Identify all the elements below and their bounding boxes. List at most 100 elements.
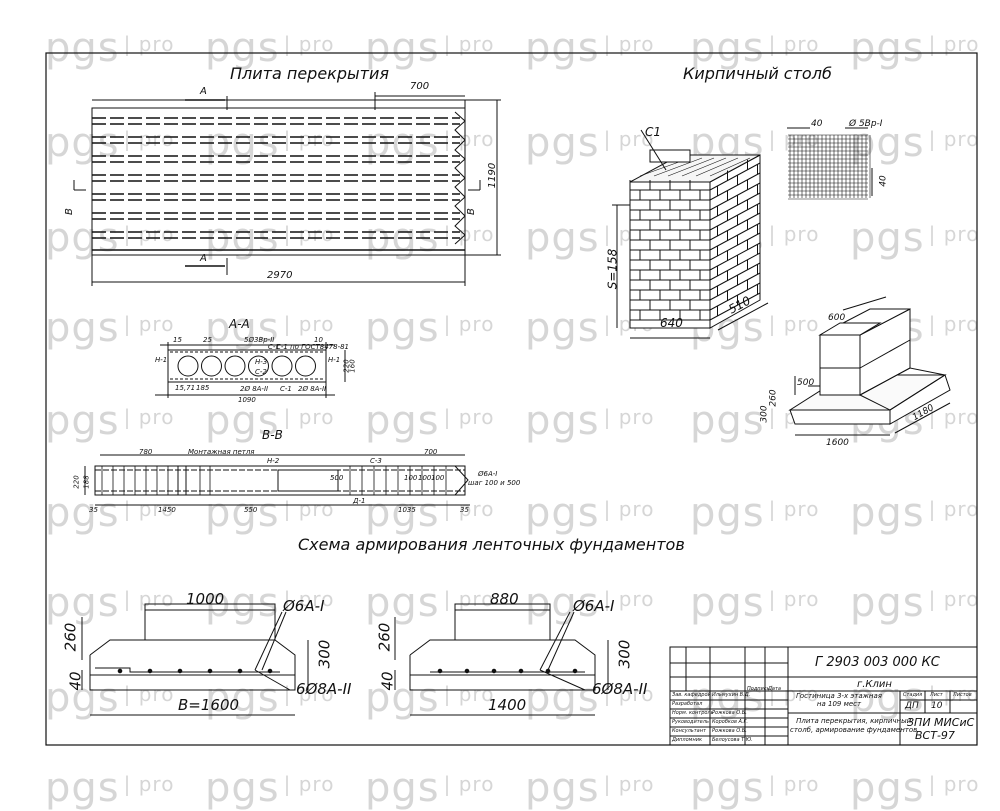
bb-d1450: 1450 <box>158 506 176 514</box>
brick-course-side <box>709 242 761 271</box>
brick-course-side <box>709 162 761 191</box>
hollow-core <box>177 355 199 377</box>
stamp-row-name: Рожкова О.Б. <box>712 728 747 734</box>
bb-d100a: 100 <box>404 474 418 482</box>
column-c1-label: С1 <box>645 125 662 139</box>
column-title: Кирпичный столб <box>683 64 832 83</box>
aa-d10: 10 <box>314 336 323 344</box>
aa-d1571: 15,71 <box>175 384 196 392</box>
strip2-rebar-bot: 6Ø8А-II <box>592 680 648 698</box>
strip1-rebar-top: Ø6А-I <box>283 597 325 615</box>
title-block <box>669 646 978 746</box>
rebar-dot <box>572 668 578 674</box>
stamp-h-stage: Стадия <box>903 692 923 698</box>
aa-note2: С-1 по ГОСТ8478-81 <box>276 343 349 351</box>
rebar-dot <box>147 668 153 674</box>
bb-d188: 188 <box>82 475 91 489</box>
slab-section-mark-b-left: В <box>63 208 75 215</box>
rebar-dot <box>464 668 470 674</box>
reinforcing-mesh <box>788 134 871 200</box>
stamp-h-sheets: Листов <box>953 692 972 698</box>
section-aa-title: А-А <box>229 317 250 331</box>
stamp-row-name: Рожкова О.Б. <box>712 710 747 716</box>
brick-top-c1 <box>649 149 691 163</box>
strip2-bottom: 1400 <box>488 696 527 714</box>
slab-dim-length: 2970 <box>267 270 293 281</box>
rebar-dot <box>545 668 551 674</box>
mesh-step: 40 <box>811 119 823 129</box>
brick-course-side <box>709 182 761 211</box>
hollow-core <box>201 355 222 377</box>
stamp-project: Гостиница 3-х этажная на 109 мест <box>796 692 883 708</box>
aa-c1b: С-1 <box>280 385 292 393</box>
bb-mount-loop: Монтажная петля <box>188 448 255 456</box>
brick-top-joint <box>695 157 739 177</box>
brick-course-side <box>709 252 761 281</box>
strip1-bottom: В=1600 <box>178 696 240 714</box>
bb-c3: С-3 <box>370 457 382 465</box>
aa-n1a: Н-1 <box>155 356 168 364</box>
slab-dim-width: 1190 <box>487 162 499 189</box>
stamp-group: ВСТ-97 <box>915 729 955 742</box>
bb-d220: 220 <box>72 475 81 489</box>
bb-d35b: 35 <box>460 506 469 514</box>
aa-d15: 15 <box>173 336 182 344</box>
aa-d1090: 1090 <box>238 396 256 404</box>
stamp-row-role: Зав. кафедрой <box>672 692 711 698</box>
strip2-top: 880 <box>490 590 519 608</box>
strip1-h300: 300 <box>315 639 334 669</box>
brick-course-side <box>709 262 761 291</box>
strip1-h40: 40 <box>66 671 85 691</box>
strip-foundation-2 <box>394 603 609 716</box>
strip-foundation-1 <box>81 603 309 716</box>
slab-section-mark-a-bottom: А <box>200 253 207 264</box>
bb-d100c: 100 <box>431 474 445 482</box>
mesh-rebar: Ø 5Вр-I <box>849 119 883 129</box>
stamp-row-role: Разработал <box>672 701 703 707</box>
brick-course-side <box>709 222 761 251</box>
aa-n3: Н-3 <box>255 358 268 366</box>
rebar-dot <box>117 668 123 674</box>
sheet-frame <box>45 52 978 746</box>
rebar-dot <box>207 668 213 674</box>
brick-course-side <box>709 232 761 261</box>
rebar-dot <box>237 668 243 674</box>
brick-course-side <box>709 272 761 301</box>
stamp-row-role: Норм. контроль <box>672 710 714 716</box>
slab-section-mark-b-right: В <box>465 208 477 215</box>
brick-course-side <box>709 292 761 321</box>
bb-d780: 780 <box>139 448 153 456</box>
brick-course-side <box>709 172 761 201</box>
strip1-h260: 260 <box>61 622 80 652</box>
hollow-core <box>248 355 269 377</box>
strip2-rebar-top: Ø6А-I <box>573 597 615 615</box>
mesh-step-side: 40 <box>878 175 889 187</box>
aa-c2: С-2 <box>255 368 267 376</box>
strip2-h40: 40 <box>378 671 397 691</box>
stamp-row-role: Руководитель <box>672 719 709 725</box>
fdn-d300: 300 <box>759 405 770 423</box>
hollow-core <box>271 355 293 377</box>
aa-n1b: Н-1 <box>328 356 341 364</box>
hollow-core <box>295 355 316 377</box>
brick-course-side <box>709 202 761 231</box>
stamp-h-sheet: Лист <box>930 692 943 698</box>
slab-section-mark-a-top: А <box>200 86 207 97</box>
stamp-org: ЗПИ МИСиС <box>907 716 975 729</box>
rebar-dot <box>491 668 497 674</box>
strip2-h300: 300 <box>615 639 634 669</box>
slab-plan <box>73 92 501 286</box>
brick-course-side <box>709 212 761 241</box>
bb-d700: 700 <box>424 448 438 456</box>
stamp-sheet: 10 <box>931 701 943 711</box>
fdn-d500: 500 <box>797 378 815 388</box>
stamp-sheet-title: Плита перекрытия, кирпичный столб, армир… <box>790 717 918 734</box>
aa-c1: С-1 <box>268 343 280 351</box>
stamp-stage: ДП <box>905 701 919 711</box>
fdn-d1600: 1600 <box>826 438 849 448</box>
bb-d500: 500 <box>330 474 344 482</box>
strip1-top: 1000 <box>186 590 225 608</box>
section-aa <box>155 342 346 398</box>
